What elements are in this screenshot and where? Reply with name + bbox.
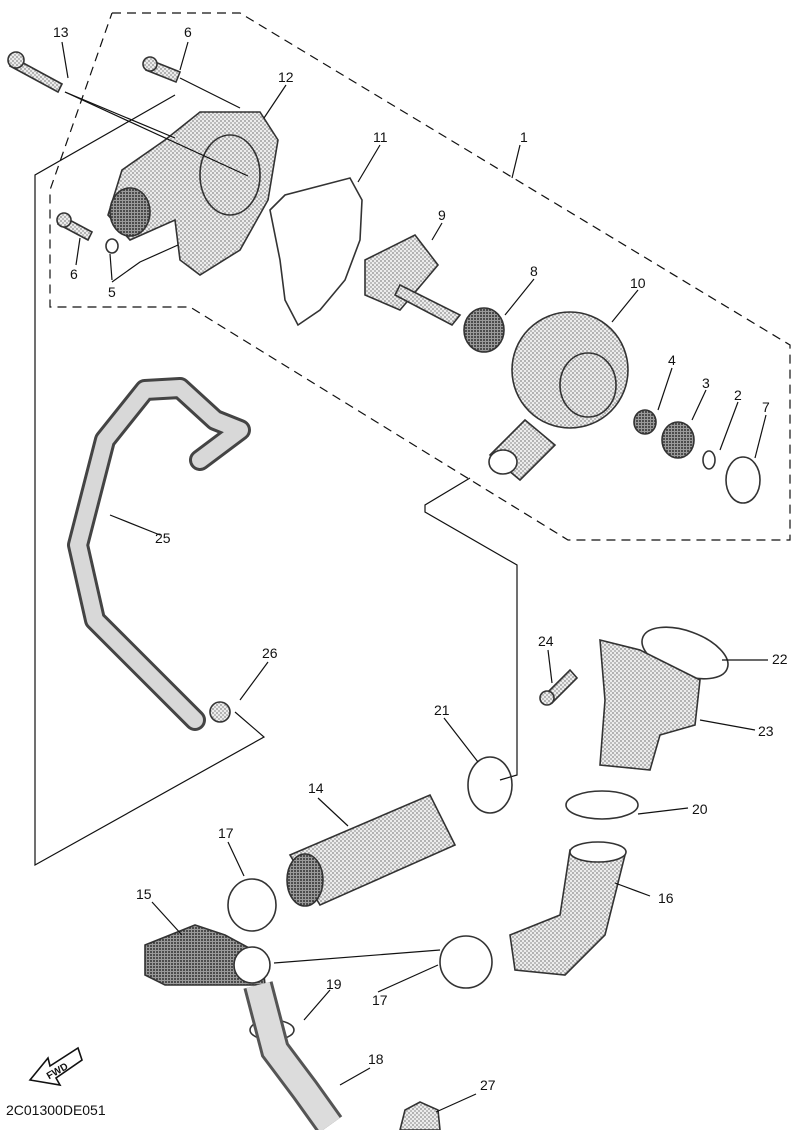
bearing-4	[633, 409, 657, 435]
callout-26: 26	[262, 645, 278, 661]
callout-20: 20	[692, 801, 708, 817]
callout-23: 23	[758, 723, 774, 739]
hose-group-frame	[34, 94, 266, 867]
callout-8: 8	[530, 263, 538, 279]
callout-2: 2	[734, 387, 742, 403]
callout-1: 1	[520, 129, 528, 145]
callout-18: 18	[368, 1051, 384, 1067]
elbow-hose-16	[509, 841, 627, 976]
hose-clamp-20	[565, 790, 639, 820]
pump-outlet-frame	[424, 477, 518, 781]
fwd-arrow-icon: FWD	[28, 1046, 83, 1087]
thermostat-cover-23	[599, 638, 701, 771]
callout-27: 27	[480, 1077, 496, 1093]
callout-21: 21	[434, 702, 450, 718]
fitting-26	[209, 701, 231, 723]
hose-clamp-17-lower	[439, 935, 493, 989]
callout-24: 24	[538, 633, 554, 649]
hose-14	[286, 793, 457, 907]
bolt-6-upper	[142, 56, 182, 84]
callout-13: 13	[53, 24, 69, 40]
pump-cover-12	[107, 111, 279, 276]
elbow-15	[144, 924, 271, 986]
hose-clamp-17-upper	[227, 878, 277, 932]
callout-14: 14	[308, 780, 324, 796]
seal-8	[463, 307, 505, 353]
hose-clamp-21	[467, 756, 513, 814]
callout-9: 9	[438, 207, 446, 223]
callout-17-upper: 17	[218, 825, 234, 841]
gasket-11	[269, 177, 363, 327]
bolt-13	[7, 51, 64, 94]
diagram-code: 2C01300DE051	[6, 1102, 106, 1118]
pump-housing-10	[488, 311, 629, 482]
callout-numbers: 13 6 12 11 1 9 8 10 4 3 2 7 6 5 25 26 24…	[53, 24, 788, 1093]
callout-19: 19	[326, 976, 342, 992]
assembly-boundary	[49, 12, 791, 541]
callout-17-lower: 17	[372, 992, 388, 1008]
callout-11: 11	[373, 129, 388, 145]
leader-lines	[61, 41, 768, 1113]
callout-12: 12	[278, 69, 294, 85]
callout-10: 10	[630, 275, 646, 291]
o-ring-7	[725, 456, 761, 504]
callout-7: 7	[762, 399, 770, 415]
callout-22: 22	[772, 651, 788, 667]
callout-16: 16	[658, 890, 674, 906]
pipe-link-line	[273, 949, 441, 964]
callout-5: 5	[108, 284, 116, 300]
circlip-2	[702, 450, 716, 470]
part-27	[399, 1101, 441, 1130]
washer-5	[105, 238, 119, 254]
callout-4: 4	[668, 352, 676, 368]
bolt-6-lower	[56, 212, 94, 242]
callout-25: 25	[155, 530, 171, 546]
callout-3: 3	[702, 375, 710, 391]
bolt-24	[539, 668, 579, 706]
callout-6-lower: 6	[70, 266, 78, 282]
callout-6-upper: 6	[184, 24, 192, 40]
impeller-shaft-9	[364, 233, 462, 327]
callout-15: 15	[136, 886, 152, 902]
bearing-3	[661, 421, 695, 459]
